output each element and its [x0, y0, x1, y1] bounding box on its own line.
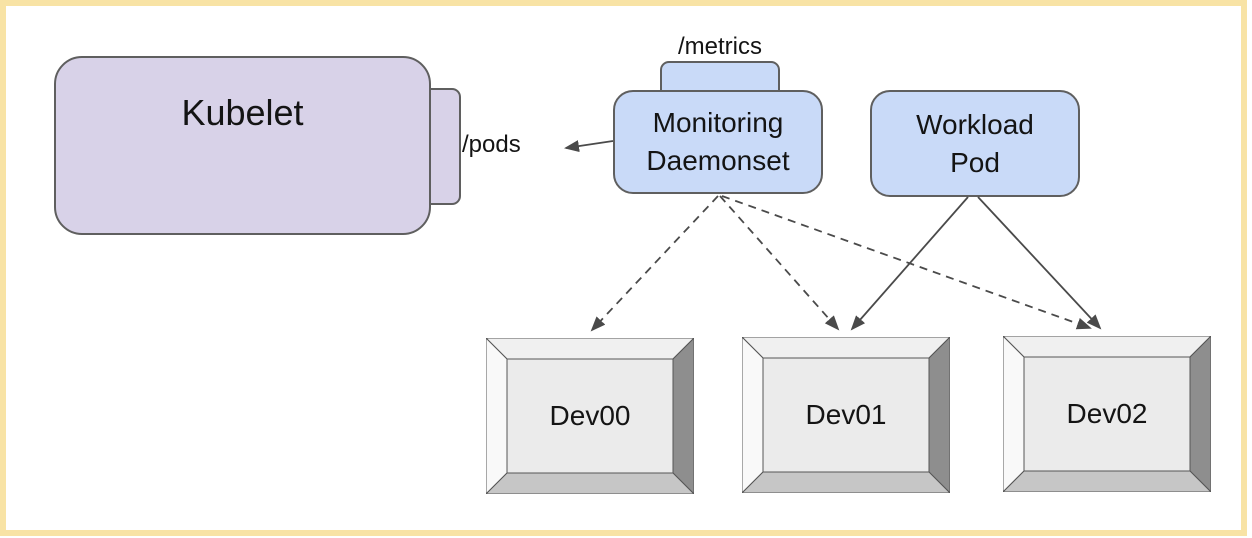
workload-label-line2: Pod [950, 146, 1000, 178]
node-dev01: Dev01 [742, 337, 950, 493]
node-kubelet: Kubelet [54, 56, 431, 235]
metrics-endpoint-label: /metrics [678, 33, 762, 60]
monitoring-label-line1: Monitoring [652, 107, 784, 138]
node-dev02: Dev02 [1003, 336, 1211, 492]
kubelet-label: Kubelet [181, 92, 304, 133]
dev00-bevel-frame [486, 338, 694, 494]
workload-label-line1: Workload [916, 108, 1034, 140]
node-workload-pod: Workload Pod [870, 90, 1080, 197]
pods-endpoint-label: /pods [462, 131, 521, 158]
dev00-label: Dev00 [549, 400, 631, 431]
dev01-label: Dev01 [805, 399, 887, 430]
dev02-label: Dev02 [1066, 398, 1148, 429]
dev01-bevel-frame [742, 337, 950, 493]
monitoring-label-line2: Daemonset [646, 145, 790, 176]
dev02-bevel-frame [1003, 336, 1211, 492]
node-monitoring-daemonset: Monitoring Daemonset [613, 90, 823, 194]
node-dev00: Dev00 [486, 338, 694, 494]
